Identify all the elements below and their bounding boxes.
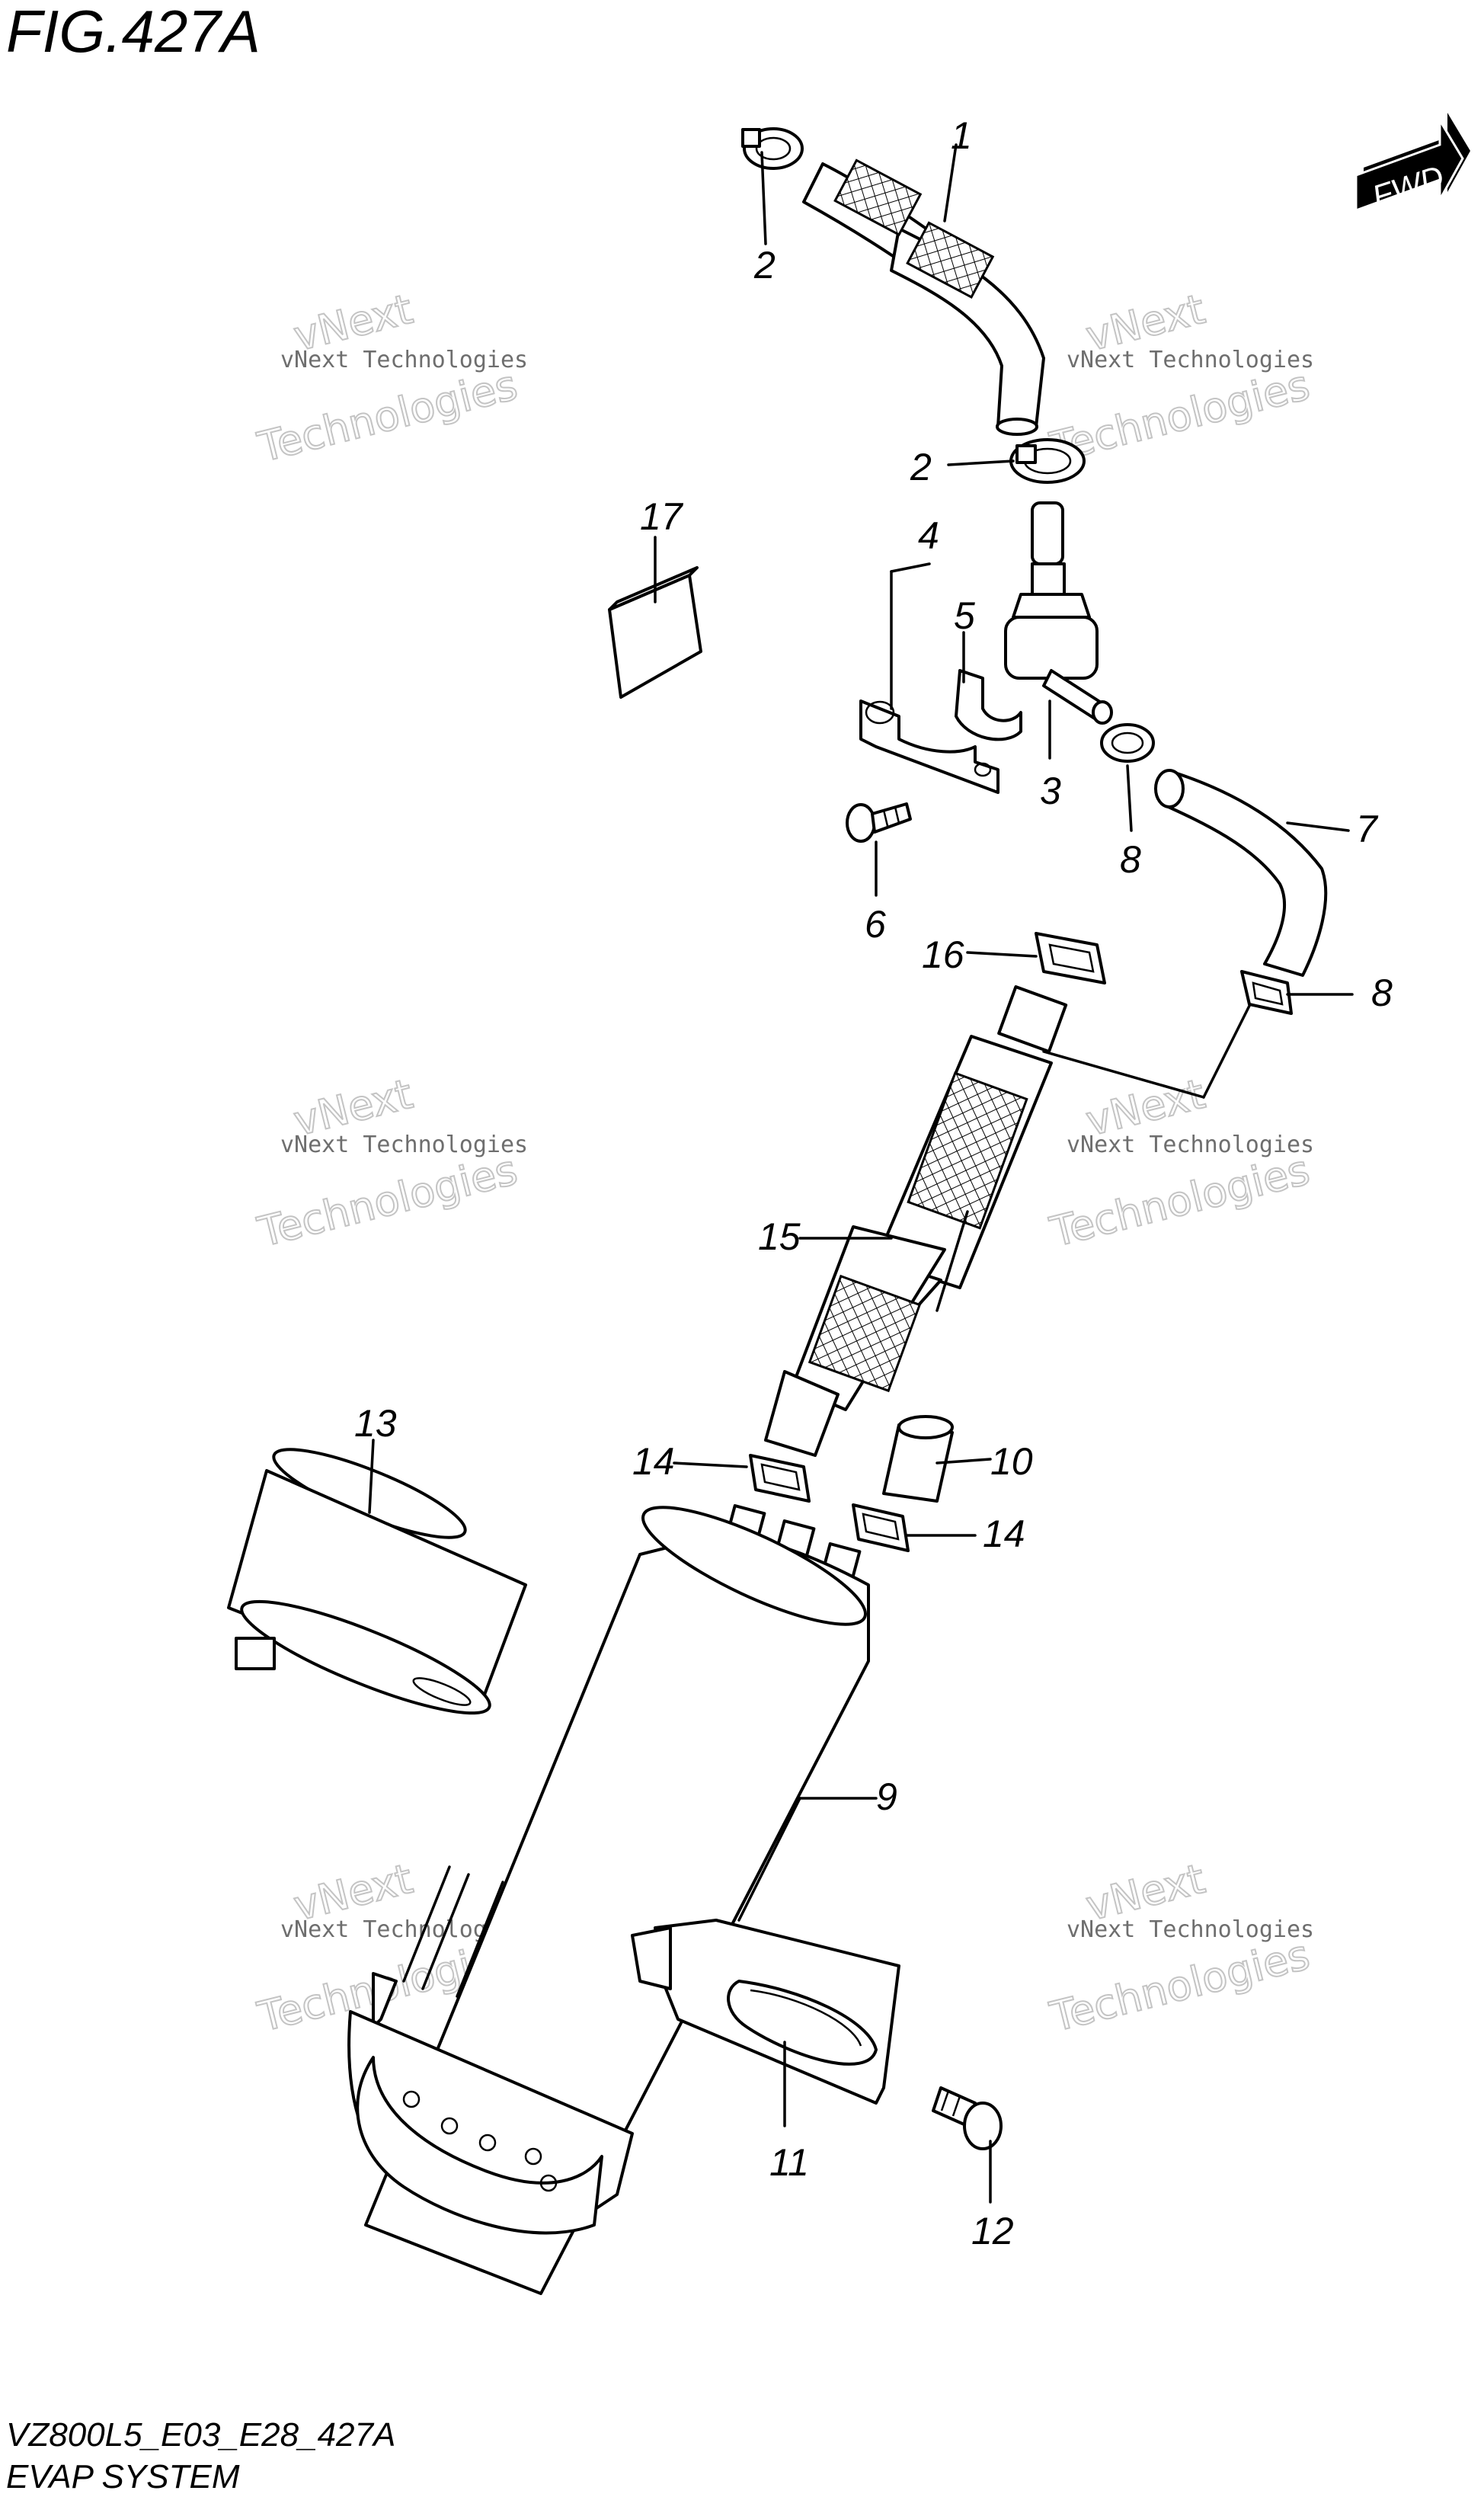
callout-17: 17 (640, 495, 684, 538)
svg-text:vNext Technologies: vNext Technologies (280, 347, 528, 373)
svg-text:Technologies: Technologies (253, 361, 522, 472)
part-3-vent-valve (1004, 501, 1113, 725)
watermark-mid-left: vNext Technologies vNext Technologies (252, 1069, 528, 1257)
part-1-hose (802, 158, 1045, 436)
part-2-clamp-lower (1009, 438, 1086, 484)
figure-title: FIG.427A (6, 0, 261, 65)
callout-15: 15 (758, 1215, 801, 1258)
svg-text:vNext Technologies: vNext Technologies (1067, 347, 1314, 373)
part-5-strap (955, 669, 1022, 741)
callout-4: 4 (918, 514, 939, 557)
part-4-bracket (859, 699, 999, 794)
callout-12: 12 (971, 2210, 1014, 2252)
part-14-clip-right (852, 1503, 910, 1552)
svg-text:Technologies: Technologies (1045, 1146, 1314, 1257)
part-11-band (631, 1919, 900, 2105)
fwd-direction-badge: FWD (1354, 113, 1470, 215)
callout-1: 1 (951, 114, 972, 157)
watermark-top-right: vNext Technologies vNext Technologies (1044, 284, 1315, 472)
callout-2-lower: 2 (910, 446, 932, 488)
svg-text:vNext Technologies: vNext Technologies (280, 1132, 528, 1158)
svg-text:Technologies: Technologies (253, 1146, 522, 1257)
part-13-filter-ring (227, 1448, 527, 1715)
footer-code: VZ800L5_E03_E28_427A (6, 2416, 395, 2454)
callout-labels: 1 2 2 3 4 5 6 7 8 8 9 10 11 12 13 14 14 … (354, 114, 1393, 2252)
part-12-screw (932, 2086, 1003, 2150)
watermark-top-left: vNext Technologies vNext Technologies (252, 284, 528, 472)
svg-text:Technologies: Technologies (1045, 361, 1314, 472)
leader-lines (368, 143, 1354, 2204)
part-2-clamp-upper (741, 127, 804, 170)
part-7-hose (1154, 769, 1328, 977)
callout-13: 13 (354, 1402, 397, 1445)
callout-14-right: 14 (983, 1513, 1025, 1555)
callout-10: 10 (990, 1440, 1033, 1483)
callout-14-left: 14 (632, 1440, 675, 1483)
part-14-clip-left (749, 1454, 811, 1503)
callout-8-upper: 8 (1120, 838, 1141, 881)
svg-text:Technologies: Technologies (1045, 1931, 1314, 2041)
svg-text:vNext Technologies: vNext Technologies (1067, 1916, 1314, 1943)
svg-text:vNext Technologies: vNext Technologies (1067, 1132, 1314, 1158)
callout-2-upper: 2 (753, 244, 776, 287)
callout-3: 3 (1040, 770, 1061, 812)
watermark-bottom-right: vNext Technologies vNext Technologies (1044, 1854, 1315, 2042)
callout-11: 11 (769, 2141, 809, 2184)
callout-7: 7 (1356, 808, 1379, 850)
callout-9: 9 (876, 1775, 897, 1818)
callout-5: 5 (954, 594, 975, 637)
part-15-braided-hose (764, 985, 1251, 1457)
part-8-clamp-lower (1240, 970, 1293, 1015)
part-16-clip (1035, 932, 1106, 984)
part-10-cap (882, 1415, 954, 1503)
part-6-screw (846, 802, 912, 843)
callout-16: 16 (922, 933, 964, 976)
part-9-canister (347, 1504, 870, 2295)
callout-8-lower: 8 (1371, 972, 1393, 1014)
callout-6: 6 (865, 903, 886, 946)
part-17-label (608, 566, 702, 699)
part-8-clamp-upper (1100, 723, 1155, 763)
watermark-mid-right: vNext Technologies vNext Technologies (1044, 1069, 1315, 1257)
footer-section: EVAP SYSTEM (6, 2458, 240, 2495)
